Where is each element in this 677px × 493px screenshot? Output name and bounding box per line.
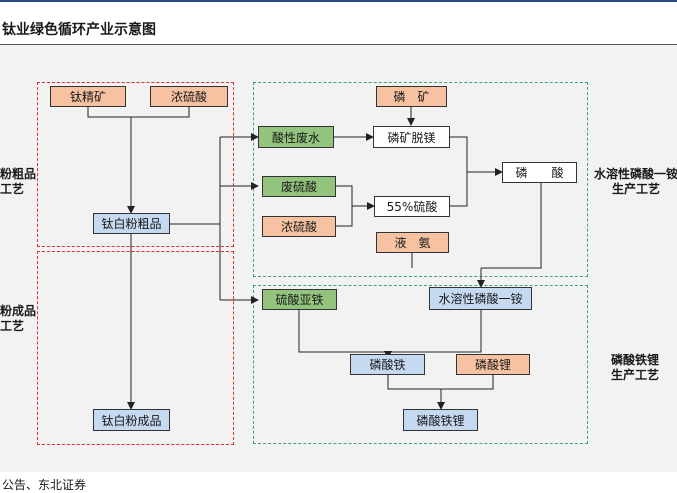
acid-55-box: 55%硫酸 xyxy=(374,196,450,217)
title-rule xyxy=(0,44,677,45)
line-ferrous-down xyxy=(298,310,482,353)
lithium-phosphate-box: 磷酸锂 xyxy=(456,354,530,375)
liquid-ammonia-box: 液 氨 xyxy=(376,232,449,253)
finished-process-label: 粉成品 工艺 xyxy=(0,304,37,333)
line-acid-merge xyxy=(336,185,353,227)
ilmenite-box: 钛精矿 xyxy=(50,86,126,107)
line-ilmenite-merge xyxy=(87,107,190,118)
concentrated-acid-box-1: 浓硫酸 xyxy=(150,86,228,107)
crude-process-label: 粉粗品 工艺 xyxy=(0,167,37,196)
line-lfp-merge xyxy=(387,375,494,390)
iron-phosphate-box: 磷酸铁 xyxy=(350,354,425,375)
finished-process-region xyxy=(37,251,234,445)
ti-crude-box: 钛白粉粗品 xyxy=(93,213,170,234)
top-accent-line xyxy=(0,0,677,2)
line-phosphoric-down xyxy=(481,183,542,269)
diagram-panel: 粉粗品 工艺 粉成品 工艺 水溶性磷酸一铵 生产工艺 磷酸铁锂 生产工艺 xyxy=(0,45,677,472)
lfp-process-label: 磷酸铁锂 生产工艺 xyxy=(611,353,660,382)
crude-process-region xyxy=(37,82,234,247)
lfp-box: 磷酸铁锂 xyxy=(403,409,478,431)
ferrous-sulfate-box: 硫酸亚铁 xyxy=(262,289,337,310)
waste-acid-box: 废硫酸 xyxy=(262,176,336,197)
source-note: 公告、东北证券 xyxy=(2,478,87,492)
connectors xyxy=(87,107,542,410)
ammonium-process-region xyxy=(253,82,588,277)
lfp-process-region xyxy=(253,285,588,444)
phosphate-ore-box: 磷 矿 xyxy=(376,86,447,107)
figure-title: 钛业绿色循环产业示意图 xyxy=(2,22,156,38)
phosphoric-acid-box: 磷 酸 xyxy=(502,162,577,183)
map-box: 水溶性磷酸一铵 xyxy=(429,287,532,310)
acidic-wastewater-box: 酸性废水 xyxy=(258,126,334,148)
line-to-phosphoric-merge xyxy=(450,136,468,207)
ti-finished-box: 钛白粉成品 xyxy=(93,409,170,431)
ammonium-process-label: 水溶性磷酸一铵 生产工艺 xyxy=(594,167,677,196)
concentrated-acid-box-2: 浓硫酸 xyxy=(262,216,336,237)
ore-demag-box: 磷矿脱镁 xyxy=(373,126,450,148)
